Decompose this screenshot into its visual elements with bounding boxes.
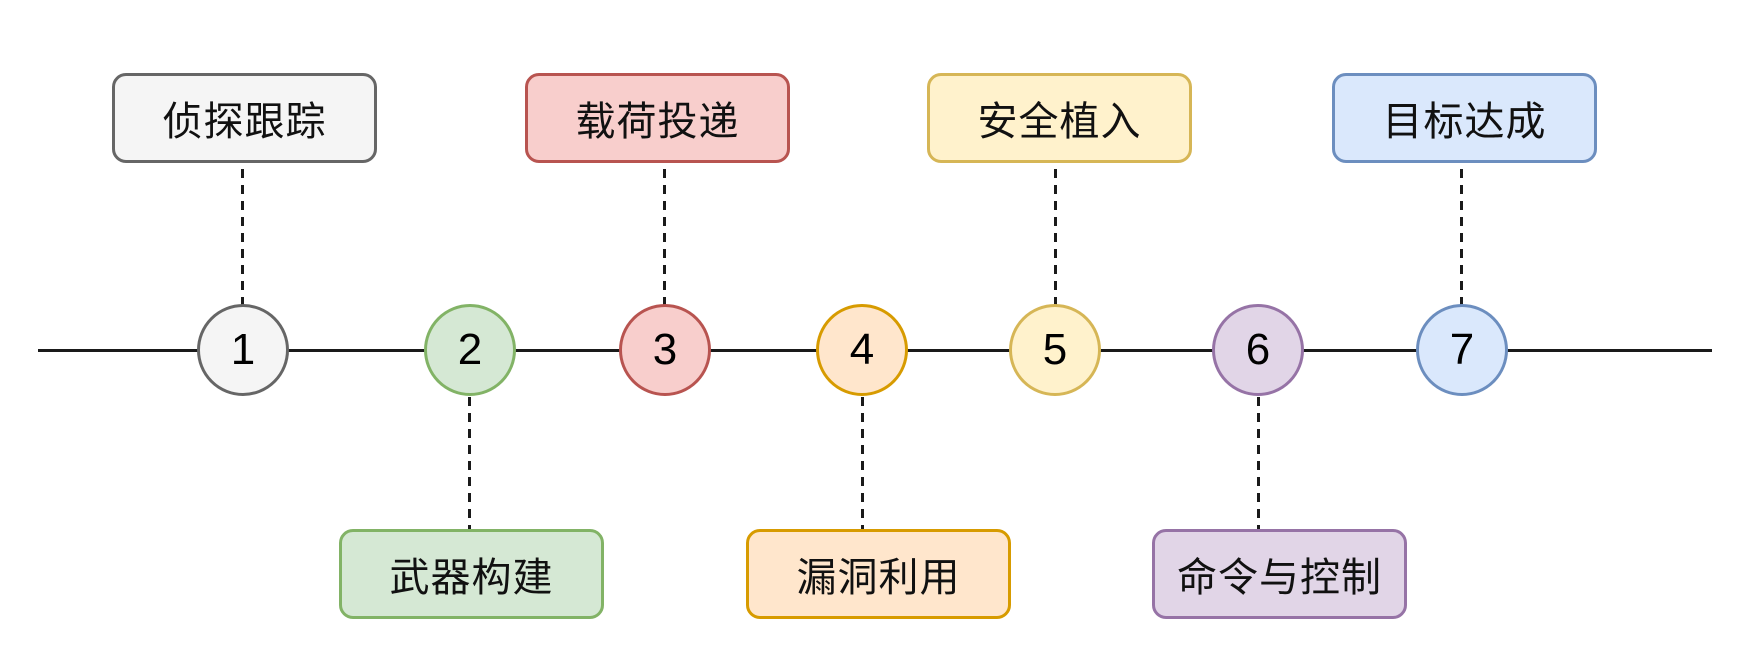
stage-5-label: 安全植入	[977, 100, 1142, 144]
stage-6-label: 命令与控制	[1177, 556, 1382, 600]
stage-1-number: 1	[230, 325, 256, 374]
stage-1-label-box: 侦探跟踪	[112, 73, 377, 163]
stage-1-connector-line	[241, 169, 244, 305]
stage-6-number: 6	[1245, 325, 1271, 374]
stage-2-label-box: 武器构建	[339, 529, 604, 619]
stage-7-connector-line	[1460, 169, 1463, 305]
stage-2-label: 武器构建	[389, 556, 554, 600]
stage-7-label: 目标达成	[1382, 100, 1547, 144]
stage-6-connector-line	[1257, 397, 1260, 529]
stage-1-label: 侦探跟踪	[162, 100, 327, 144]
stage-6-circle: 6	[1212, 304, 1304, 396]
stage-4-label: 漏洞利用	[796, 556, 961, 600]
stage-4-connector-line	[861, 397, 864, 529]
stage-4-label-box: 漏洞利用	[746, 529, 1011, 619]
stage-3-label-box: 载荷投递	[525, 73, 790, 163]
stage-7-label-box: 目标达成	[1332, 73, 1597, 163]
stage-3-label: 载荷投递	[575, 100, 740, 144]
stage-4-number: 4	[849, 325, 875, 374]
stage-3-connector-line	[663, 169, 666, 305]
stage-2-connector-line	[468, 397, 471, 529]
stage-7-number: 7	[1449, 325, 1475, 374]
stage-5-connector-line	[1054, 169, 1057, 305]
stage-5-number: 5	[1042, 325, 1068, 374]
stage-2-number: 2	[457, 325, 483, 374]
stage-7-circle: 7	[1416, 304, 1508, 396]
stage-5-label-box: 安全植入	[927, 73, 1192, 163]
stage-2-circle: 2	[424, 304, 516, 396]
stage-5-circle: 5	[1009, 304, 1101, 396]
stage-1-circle: 1	[197, 304, 289, 396]
stage-6-label-box: 命令与控制	[1152, 529, 1407, 619]
stage-3-circle: 3	[619, 304, 711, 396]
stage-3-number: 3	[652, 325, 678, 374]
stage-4-circle: 4	[816, 304, 908, 396]
